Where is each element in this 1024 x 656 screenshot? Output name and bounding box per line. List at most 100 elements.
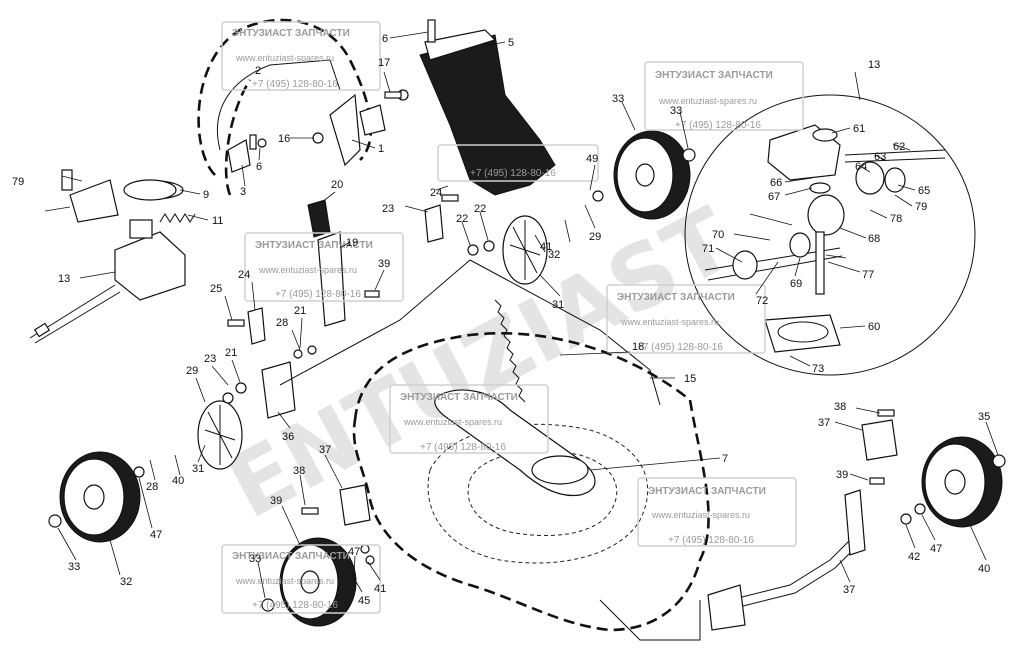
- callout-62: 62: [893, 141, 905, 153]
- watermark-title: ЭНТУЗИАСТ ЗАПЧАСТИ: [655, 70, 773, 81]
- handle-outline-2: [224, 79, 252, 196]
- pulley-9: [123, 179, 177, 201]
- handle-bracket-15: [359, 104, 386, 136]
- watermark-phone: +7 (495) 128-80-16: [675, 120, 761, 131]
- callout-25: 28: [276, 317, 288, 329]
- callout-64: 64: [855, 161, 867, 173]
- watermark-title: ЭНТУЗИАСТ ЗАПЧАСТИ: [400, 392, 518, 403]
- callout-33: 33: [68, 561, 80, 573]
- callout-65: 65: [918, 185, 930, 197]
- gear-disc-29-left: [197, 400, 243, 470]
- watermark-site: www.entuziast-spares.ru: [651, 510, 750, 520]
- callout-15: 17: [378, 57, 390, 69]
- callout-40: 40: [978, 563, 990, 575]
- callout-17: 18: [632, 341, 644, 353]
- callout-19: 20: [331, 179, 343, 191]
- watermark-title: ЭНТУЗИАСТ ЗАПЧАСТИ: [255, 240, 373, 251]
- callout-45: 45: [358, 595, 370, 607]
- watermark-phone: +7 (495) 128-80-16: [252, 600, 338, 611]
- bolt-49: [61, 169, 73, 191]
- hardware-nuts: [48, 89, 1006, 612]
- callout-47: 47: [150, 529, 162, 541]
- callout-37: 37: [319, 444, 331, 456]
- callout-39: 39: [378, 258, 390, 270]
- callout-31: 32: [548, 249, 560, 261]
- callout-67: 67: [768, 191, 780, 203]
- callout-3: 3: [240, 186, 246, 198]
- bracket-23-left: [247, 307, 266, 345]
- handle-pivot-1: [329, 93, 361, 167]
- watermark-box-8: ЭНТУЗИАСТ ЗАПЧАСТИ www.entuziast-spares.…: [221, 544, 381, 614]
- callout-22: 23: [204, 353, 216, 365]
- callout-5: 5: [508, 37, 514, 49]
- bracket-37-center: [339, 484, 371, 526]
- bracket-50: [69, 179, 119, 223]
- watermark-box-5: ЭНТУЗИАСТ ЗАПЧАСТИ www.entuziast-spares.…: [606, 284, 766, 354]
- axle-bracket: [844, 489, 866, 556]
- callout-21: 22: [456, 213, 468, 225]
- callout-24: 24: [430, 187, 442, 199]
- callout-49: 79: [12, 176, 24, 188]
- callout-23: 24: [238, 269, 250, 281]
- lever-bracket-18: [317, 231, 346, 327]
- mower-deck-outline: [352, 331, 710, 632]
- callout-20: 21: [294, 305, 306, 317]
- callout-9: 9: [203, 189, 209, 201]
- callout-33: 35: [978, 411, 990, 423]
- callout-38: 38: [293, 465, 305, 477]
- bracket-23-right: [424, 204, 444, 243]
- callout-13: 13: [58, 273, 70, 285]
- callout-39: 39: [836, 469, 848, 481]
- callout-61: 61: [853, 123, 865, 135]
- callout-70: 70: [712, 229, 724, 241]
- callout-41: 40: [172, 475, 184, 487]
- watermark-box-1: ЭНТУЗИАСТ ЗАПЧАСТИ www.entuziast-spares.…: [221, 21, 381, 91]
- callout-36: 37: [843, 584, 855, 596]
- callout-28: 28: [146, 481, 158, 493]
- watermark-site: www.entuziast-spares.ru: [620, 317, 719, 327]
- callout-47: 47: [348, 546, 360, 558]
- bracket-37-right: [861, 419, 898, 461]
- callout-33: 33: [670, 105, 682, 117]
- wheel-40-right: [921, 436, 1003, 528]
- callout-14: 16: [278, 133, 290, 145]
- transmission-detail: [704, 124, 946, 353]
- bolts: [227, 19, 895, 515]
- callout-24: 25: [210, 283, 222, 295]
- watermark-box-4: ЭНТУЗИАСТ ЗАПЧАСТИ www.entuziast-spares.…: [244, 232, 404, 302]
- callout-75: 77: [862, 269, 874, 281]
- callout-35: 36: [282, 431, 294, 443]
- gear-disc-29-right: [502, 215, 548, 285]
- callout-11: 11: [212, 215, 223, 227]
- callout-73: 73: [812, 363, 824, 375]
- callout-45: 47: [930, 543, 942, 555]
- callout-22: 22: [474, 203, 486, 215]
- watermark-phone: +7 (495) 128-80-16: [252, 79, 338, 90]
- watermark-title: ЭНТУЗИАСТ ЗАПЧАСТИ: [617, 292, 735, 303]
- watermark-site: www.entuziast-spares.ru: [403, 417, 502, 427]
- callout-41: 41: [540, 241, 552, 253]
- callout-66: 66: [770, 177, 782, 189]
- callout-37: 37: [818, 417, 830, 429]
- callout-2: 2: [255, 65, 261, 77]
- watermark-title: ЭНТУЗИАСТ ЗАПЧАСТИ: [232, 551, 350, 562]
- callout-29: 29: [186, 365, 198, 377]
- watermark-phone: +7 (495) 128-80-16: [668, 535, 754, 546]
- callout-21: 21: [225, 347, 237, 359]
- callout-6: 6: [256, 161, 262, 173]
- watermark-box-7: ЭНТУЗИАСТ ЗАПЧАСТИ www.entuziast-spares.…: [637, 477, 797, 547]
- callout-60: 60: [868, 321, 880, 333]
- watermark-phone: +7 (495) 128-80-16: [420, 442, 506, 453]
- callout-labels: 6 5 1 17 2 16 6 3 79 9 11 13 13 20 19 24…: [12, 33, 990, 607]
- grass-bag: [419, 34, 556, 196]
- callout-23: 23: [382, 203, 394, 215]
- watermark-title: ЭНТУЗИАСТ ЗАПЧАСТИ: [232, 28, 350, 39]
- callout-31: 31: [192, 463, 204, 475]
- bag-frame: [424, 29, 497, 61]
- axle-rod: [279, 259, 471, 386]
- height-lever-19: [307, 199, 331, 238]
- watermark-phone: +7 (495) 128-80-16: [637, 342, 723, 353]
- callout-71: 71: [702, 243, 714, 255]
- watermark-site: www.entuziast-spares.ru: [658, 96, 757, 106]
